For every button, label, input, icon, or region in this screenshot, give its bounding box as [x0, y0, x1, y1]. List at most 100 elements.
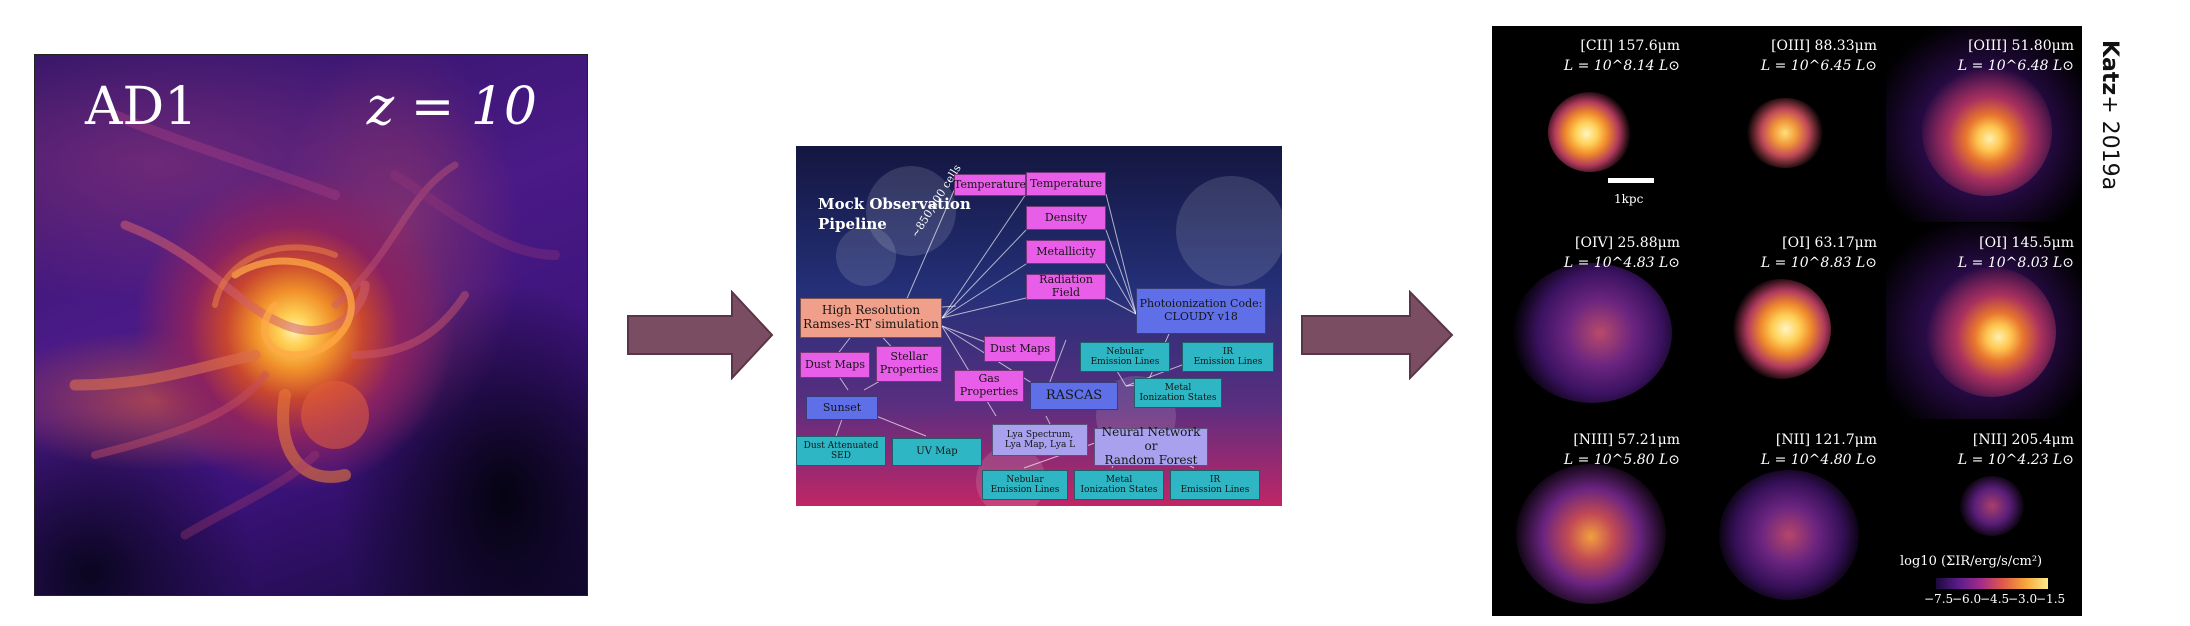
node-metal-ionization-bottom: Metal Ionization States: [1074, 470, 1164, 500]
citation-author: Katz: [2097, 40, 2122, 96]
node-line: Random Forest: [1104, 452, 1198, 467]
node-sim-line: High Resolution: [821, 303, 921, 318]
citation: Katz+ 2019a: [2092, 40, 2132, 340]
colorbar-tick: −6.0: [1952, 592, 1982, 606]
node-line: Metal: [1105, 474, 1133, 485]
node-cloudy-line: Photoionization Code:: [1139, 297, 1263, 311]
node-nebular-emission-top: Nebular Emission Lines: [1080, 342, 1170, 372]
citation-text: Katz+ 2019a: [2097, 40, 2122, 190]
map-luminosity: L = 10^4.23 L⊙: [1957, 452, 2074, 468]
emission-maps-grid: [CII] 157.6μm L = 10^8.14 L⊙ 1kpc [OIII]…: [1492, 26, 2082, 616]
node-line: Lya Map, Lya L: [1004, 440, 1076, 450]
node-line: Dust Attenuated: [803, 440, 879, 451]
map-cell: [OIV] 25.88μm L = 10^4.83 L⊙: [1492, 223, 1688, 419]
map-cell: [NII] 205.4μm L = 10^4.23 L⊙: [1886, 420, 2082, 616]
node-line: Emission Lines: [1193, 357, 1263, 367]
redshift-label: z = 10: [366, 77, 537, 137]
map-line-name: [OI] 145.5μm: [1979, 235, 2074, 251]
node-sunset: Sunset: [806, 396, 878, 420]
node-cloudy-line: CLOUDY v18: [1164, 310, 1238, 323]
node-stellar-properties: Stellar Properties: [876, 346, 942, 382]
map-cell: [OIII] 51.80μm L = 10^6.48 L⊙: [1886, 26, 2082, 222]
colorbar-tick: −3.0: [2008, 592, 2038, 606]
map-luminosity: L = 10^8.14 L⊙: [1563, 58, 1680, 74]
emission-blob: [1719, 470, 1859, 600]
node-stellar-line: Properties: [879, 363, 939, 376]
emission-blob: [1745, 98, 1825, 168]
map-luminosity: L = 10^8.03 L⊙: [1957, 255, 2074, 271]
node-nebular-emission-bottom: Nebular Emission Lines: [982, 470, 1068, 500]
node-rascas: RASCAS: [1030, 382, 1118, 410]
node-uv-map: UV Map: [892, 438, 982, 466]
map-line-name: [NII] 205.4μm: [1972, 432, 2074, 448]
node-neural-network: Neural Network or Random Forest: [1094, 425, 1208, 467]
pipeline-title: Mock Observation Pipeline: [818, 194, 971, 234]
node-line: Lya Spectrum,: [1006, 429, 1074, 440]
map-cell: [OIII] 88.33μm L = 10^6.45 L⊙: [1689, 26, 1885, 222]
map-luminosity: L = 10^4.80 L⊙: [1760, 452, 1877, 468]
map-luminosity: L = 10^8.83 L⊙: [1760, 255, 1877, 271]
colorbar-tick: −1.5: [2036, 592, 2066, 606]
node-ramses-simulation: High Resolution Ramses-RT simulation: [800, 298, 942, 338]
colorbar-tick: −4.5: [1980, 592, 2010, 606]
node-gas-line: Properties: [959, 385, 1019, 398]
node-temperature: Temperature: [954, 174, 1026, 196]
node-sim-line: Ramses-RT simulation: [803, 317, 939, 331]
node-line: Nebular: [1106, 346, 1144, 357]
node-line: IR: [1209, 474, 1221, 485]
map-line-name: [NII] 121.7μm: [1775, 432, 1877, 448]
emission-blob: [1922, 66, 2052, 196]
emission-blob: [1960, 476, 2024, 536]
node-cloudy: Photoionization Code: CLOUDY v18: [1136, 288, 1266, 334]
pipeline-title-line: Pipeline: [818, 215, 887, 233]
node-dust-attenuated-sed: Dust Attenuated SED: [796, 436, 886, 466]
node-temperature-box: Temperature: [1026, 172, 1106, 196]
emission-blob: [1512, 263, 1672, 403]
node-metal-ionization-top: Metal Ionization States: [1134, 378, 1222, 408]
map-cell: [CII] 157.6μm L = 10^8.14 L⊙ 1kpc: [1492, 26, 1688, 222]
right-arrow-icon: [627, 290, 774, 380]
map-line-name: [CII] 157.6μm: [1580, 38, 1680, 54]
pipeline-title-line: Mock Observation: [818, 195, 971, 213]
node-line: Emission Lines: [1090, 357, 1160, 367]
scale-bar-label: 1kpc: [1614, 192, 1644, 206]
node-line: Metal: [1164, 382, 1192, 393]
map-luminosity: L = 10^6.48 L⊙: [1957, 58, 2074, 74]
node-dust-maps-left: Dust Maps: [800, 352, 870, 378]
emission-blob: [1926, 267, 2056, 397]
node-line: IR: [1222, 346, 1234, 357]
bokeh-circle: [836, 226, 896, 286]
node-dust-maps-mid: Dust Maps: [984, 336, 1056, 362]
scale-bar: [1608, 178, 1654, 183]
colorbar: [1936, 578, 2048, 589]
bokeh-circle: [866, 166, 956, 256]
node-line: SED: [831, 451, 851, 461]
emission-blob: [1731, 279, 1831, 379]
node-stellar-line: Stellar: [890, 350, 928, 364]
map-line-name: [OI] 63.17μm: [1782, 235, 1877, 251]
bokeh-circle: [1176, 176, 1282, 286]
node-density: Density: [1026, 206, 1106, 230]
node-line: Ionization States: [1139, 393, 1217, 403]
gas-filaments: [69, 110, 560, 540]
node-line: Nebular: [1006, 474, 1044, 485]
map-luminosity: L = 10^4.83 L⊙: [1563, 255, 1680, 271]
node-lya: Lya Spectrum, Lya Map, Lya L: [992, 424, 1088, 456]
node-ir-emission-bottom: IR Emission Lines: [1170, 470, 1260, 500]
map-luminosity: L = 10^6.45 L⊙: [1760, 58, 1877, 74]
node-gas-properties: Gas Properties: [954, 370, 1024, 402]
map-cell: [OI] 145.5μm L = 10^8.03 L⊙: [1886, 223, 2082, 419]
colorbar-label: log10 (ΣIR/erg/s/cm²): [1900, 554, 2043, 569]
node-line: Emission Lines: [990, 485, 1060, 495]
citation-year: + 2019a: [2097, 95, 2122, 191]
node-line: Neural Network or: [1101, 425, 1201, 454]
map-luminosity: L = 10^5.80 L⊙: [1563, 452, 1680, 468]
map-line-name: [OIII] 51.80μm: [1968, 38, 2074, 54]
colorbar-tick: −7.5: [1924, 592, 1954, 606]
map-cell: [OI] 63.17μm L = 10^8.83 L⊙: [1689, 223, 1885, 419]
right-arrow-icon: [1301, 290, 1454, 380]
map-line-name: [OIV] 25.88μm: [1575, 235, 1680, 251]
map-cell: [NIII] 57.21μm L = 10^5.80 L⊙: [1492, 420, 1688, 616]
emission-blob: [1516, 464, 1666, 604]
map-line-name: [OIII] 88.33μm: [1771, 38, 1877, 54]
